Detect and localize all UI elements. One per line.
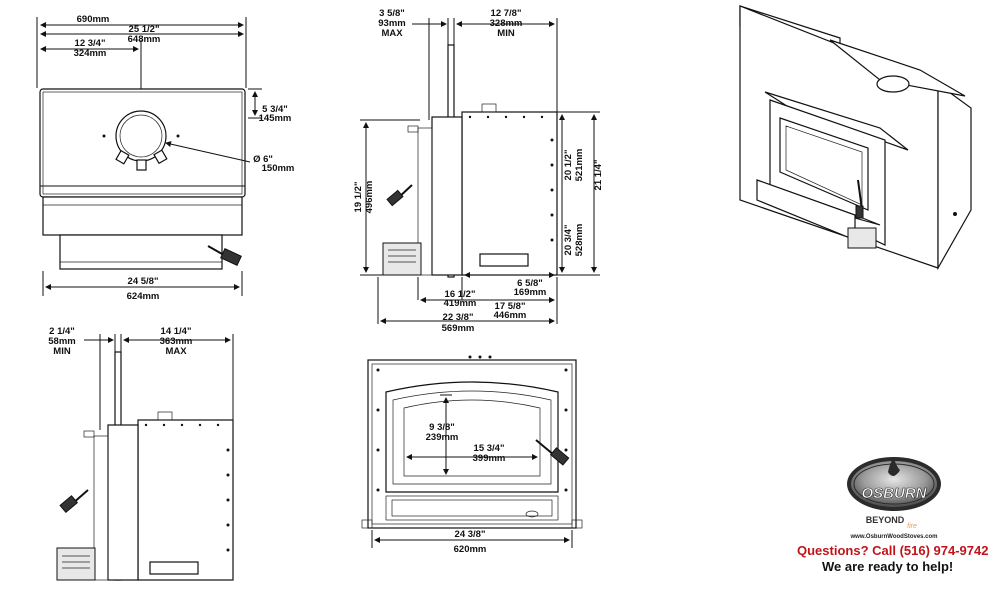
side-height-mid-in: 20 1/2" xyxy=(563,150,574,181)
top-flue-depth-in: 5 3/4" xyxy=(262,104,288,115)
side2-depth-tag: MAX xyxy=(165,346,187,357)
side-height-mid-mm: 521mm xyxy=(574,149,585,182)
top-overall-width: 690mm xyxy=(77,14,110,25)
side-overall-depth-in: 22 3/8" xyxy=(443,312,474,323)
side-leg-depth-in: 6 5/8" xyxy=(517,278,543,289)
side-depth-tag: MIN xyxy=(497,28,515,39)
side-leg-depth-mm: 169mm xyxy=(514,287,547,298)
side-height-front-in: 19 1/2" xyxy=(353,182,364,213)
side-rear-depth-mm: 446mm xyxy=(494,310,527,321)
side-view: 3 5/8" 93mm MAX 12 7/8" 328mm MIN xyxy=(353,8,604,334)
tagline-fire: fire xyxy=(907,523,917,530)
contact-question-line: Questions? Call (516) 974-9742 xyxy=(797,543,989,558)
side-height-total-in: 21 1/4" xyxy=(593,160,604,191)
side-clearance-mm: 93mm xyxy=(378,18,405,29)
top-view: 690mm 25 1/2" 648mm 12 3/4" 324mm 5 3/4"… xyxy=(36,14,295,302)
top-flue-diameter-mm: 150mm xyxy=(262,163,295,174)
side-overall-depth-mm: 569mm xyxy=(442,323,475,334)
top-flue-center-mm: 324mm xyxy=(74,48,107,59)
contact-help-line: We are ready to help! xyxy=(822,559,954,574)
side2-depth-in: 14 1/4" xyxy=(161,326,192,337)
side2-clearance-tag: MIN xyxy=(53,346,71,357)
side-view-2: 2 1/4" 58mm MIN 14 1/4" 363mm MAX xyxy=(48,326,234,581)
front-glass-height-in: 9 3/8" xyxy=(429,422,455,433)
side-height-front-mm: 496mm xyxy=(364,181,375,214)
top-body-width-in: 24 5/8" xyxy=(128,276,159,287)
side-height-lower-in: 20 3/4" xyxy=(563,225,574,256)
top-faceplate-width-in: 25 1/2" xyxy=(129,24,160,35)
top-faceplate-width-mm: 648mm xyxy=(128,34,161,45)
front-body-width-mm: 620mm xyxy=(454,544,487,555)
side-height-lower-mm: 528mm xyxy=(574,224,585,257)
front-glass-width-mm: 399mm xyxy=(473,453,506,464)
front-body-width-in: 24 3/8" xyxy=(455,529,486,540)
tagline-beyond: BEYOND xyxy=(866,515,905,525)
osburn-logo: OSBURN BEYOND fire www.OsburnWoodStoves.… xyxy=(847,457,941,540)
side-firebox-depth-mm: 419mm xyxy=(444,298,477,309)
osburn-logo-text: OSBURN xyxy=(861,485,927,502)
isometric-view xyxy=(739,5,972,271)
top-flue-diameter-in: Ø 6" xyxy=(253,154,273,165)
top-flue-center-in: 12 3/4" xyxy=(75,38,106,49)
front-glass-height-mm: 239mm xyxy=(426,432,459,443)
side-firebox-depth-in: 16 1/2" xyxy=(445,289,476,300)
front-glass-width-in: 15 3/4" xyxy=(474,443,505,454)
top-flue-depth-mm: 145mm xyxy=(259,113,292,124)
side-clearance-tag: MAX xyxy=(381,28,403,39)
side2-clearance-mm: 58mm xyxy=(48,336,75,347)
top-body-width-mm: 624mm xyxy=(127,291,160,302)
side-depth-in: 12 7/8" xyxy=(491,8,522,19)
side2-clearance-in: 2 1/4" xyxy=(49,326,75,337)
front-view: 9 3/8" 239mm 15 3/4" 399mm 24 3/8" 620mm xyxy=(361,355,583,555)
side-rear-depth-in: 17 5/8" xyxy=(495,301,526,312)
side-clearance-in: 3 5/8" xyxy=(379,8,405,19)
website-text: www.OsburnWoodStoves.com xyxy=(849,534,937,540)
